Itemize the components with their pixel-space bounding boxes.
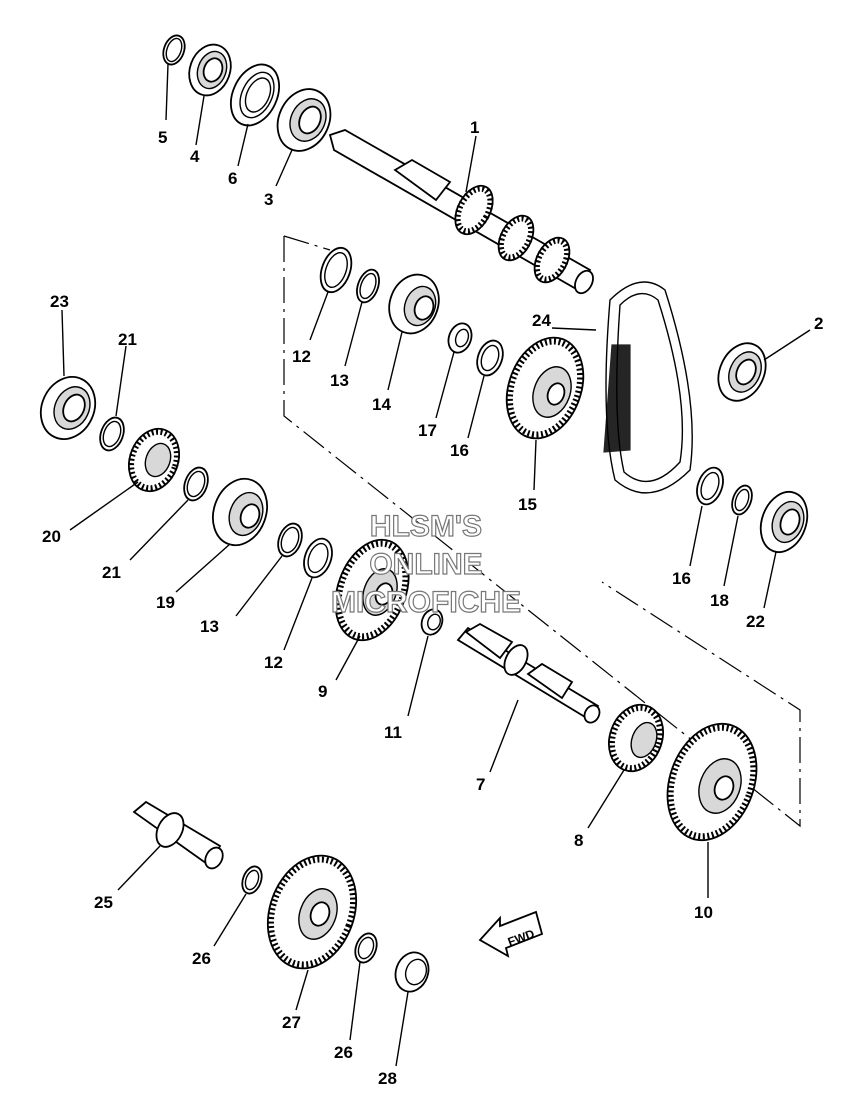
- callout-3: 3: [264, 190, 273, 209]
- callout-13-lower: 13: [200, 617, 219, 636]
- callout-16-upper: 16: [450, 441, 469, 460]
- part-14-dog-clutch[interactable]: [381, 268, 447, 341]
- part-28-bearing[interactable]: [390, 948, 434, 997]
- callout-20: 20: [42, 527, 61, 546]
- part-19-dog-clutch[interactable]: [204, 471, 276, 553]
- callout-8: 8: [574, 831, 583, 850]
- part-20-clutch-hub[interactable]: [121, 422, 188, 499]
- part-27-large-gear[interactable]: [253, 843, 372, 981]
- part-3-bearing[interactable]: [268, 80, 340, 159]
- callout-4: 4: [190, 147, 200, 166]
- part-16-washer-upper[interactable]: [473, 337, 508, 379]
- part-13-circlip-upper[interactable]: [353, 267, 383, 306]
- callout-23: 23: [50, 292, 69, 311]
- part-11-needle-bearing[interactable]: [418, 606, 446, 637]
- part-15-sprocket[interactable]: [493, 327, 596, 449]
- part-6-oil-seal[interactable]: [222, 57, 289, 134]
- callout-7: 7: [476, 775, 485, 794]
- watermark-line-2: ONLINE: [369, 548, 482, 581]
- callout-6: 6: [228, 169, 237, 188]
- part-21-circlip-lower[interactable]: [180, 464, 212, 503]
- callout-26-upper: 26: [192, 949, 211, 968]
- callout-11: 11: [384, 723, 402, 742]
- callout-17: 17: [418, 421, 437, 440]
- part-26-circlip-lower[interactable]: [351, 930, 380, 965]
- part-13-circlip-lower[interactable]: [274, 520, 306, 559]
- callout-10: 10: [694, 903, 713, 922]
- callout-labels: 1 2 3 4 5 6 7 8 9 10 11 12 12 13 13 14 1…: [42, 118, 823, 1088]
- watermark-line-1: HLSM'S: [370, 510, 482, 543]
- callout-14: 14: [372, 395, 391, 414]
- part-4-bearing[interactable]: [182, 39, 237, 102]
- part-24-drive-chain[interactable]: [603, 281, 693, 494]
- callout-18: 18: [710, 591, 729, 610]
- part-23-bearing[interactable]: [31, 368, 105, 448]
- callout-13-upper: 13: [330, 371, 349, 390]
- part-7-secondary-shaft[interactable]: [456, 622, 602, 725]
- callout-28: 28: [378, 1069, 397, 1088]
- assembly-outlines: [283, 235, 801, 828]
- callout-19: 19: [156, 593, 175, 612]
- callout-21-lower: 21: [102, 563, 121, 582]
- part-8-gear[interactable]: [600, 697, 672, 779]
- callout-27: 27: [282, 1013, 301, 1032]
- part-17-collar[interactable]: [445, 320, 476, 356]
- callout-1: 1: [470, 118, 479, 137]
- part-2-bearing[interactable]: [709, 336, 774, 409]
- watermark: HLSM'S ONLINE MICROFICHE: [330, 509, 521, 619]
- callout-16-lower: 16: [672, 569, 691, 588]
- callout-24: 24: [532, 311, 551, 330]
- callout-2: 2: [814, 314, 823, 333]
- callout-22: 22: [746, 612, 765, 631]
- part-21-circlip-upper[interactable]: [96, 414, 128, 453]
- part-9-gear[interactable]: [322, 530, 421, 651]
- callout-21-upper: 21: [118, 330, 137, 349]
- callout-26-lower: 26: [334, 1043, 353, 1062]
- part-26-circlip-upper[interactable]: [239, 864, 265, 896]
- callout-15: 15: [518, 495, 537, 514]
- watermark-line-3: MICROFICHE: [331, 586, 521, 619]
- part-12-washer-upper[interactable]: [315, 244, 357, 297]
- callout-25: 25: [94, 893, 113, 912]
- callout-9: 9: [318, 682, 327, 701]
- part-18-circlip[interactable]: [728, 483, 755, 517]
- part-16-washer-lower[interactable]: [692, 464, 728, 508]
- forward-direction-arrow-icon: FWD: [478, 910, 544, 958]
- part-1-main-shaft[interactable]: [328, 129, 597, 296]
- leader-lines: [61, 63, 811, 1067]
- part-12-washer-lower[interactable]: [299, 535, 337, 581]
- part-25-output-shaft[interactable]: [132, 800, 226, 871]
- part-22-bearing[interactable]: [753, 485, 816, 558]
- callout-12-upper: 12: [292, 347, 311, 366]
- part-10-large-gear[interactable]: [652, 711, 772, 852]
- part-5-o-ring[interactable]: [159, 32, 188, 67]
- callout-12-lower: 12: [264, 653, 283, 672]
- callout-5: 5: [158, 128, 167, 147]
